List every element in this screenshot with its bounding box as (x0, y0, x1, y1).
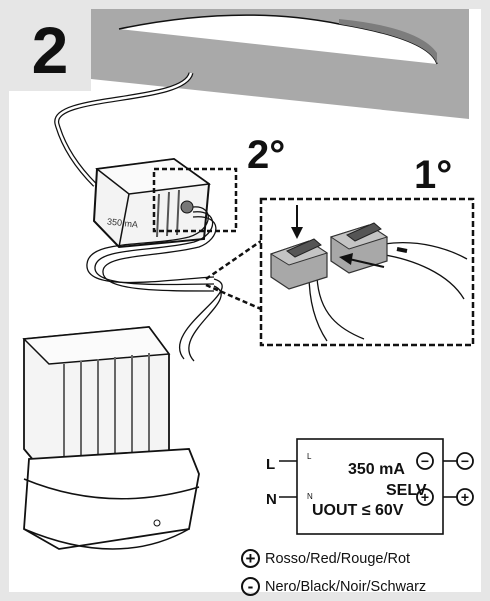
press-arrow (291, 205, 303, 239)
step-number: 2 (9, 9, 91, 91)
instruction-panel: − − + + 2 2° 1° 350 mA L N L N 350 mA SE… (9, 9, 481, 596)
schematic-selv: SELV (386, 482, 427, 499)
legend-negative-text: Nero/Black/Noir/Schwarz (265, 578, 427, 595)
schematic-current: 350 mA (348, 461, 405, 478)
legend-negative: - Nero/Black/Noir/Schwarz (241, 577, 426, 596)
step-tag-first: 1° (414, 153, 453, 197)
legend-positive: + Rosso/Red/Rouge/Rot (241, 549, 410, 568)
legend-positive-text: Rosso/Red/Rouge/Rot (265, 550, 411, 567)
schematic-line-small: L (307, 452, 312, 461)
output-cables (86, 206, 223, 362)
schematic-neutral-small: N (307, 492, 313, 501)
terminal-minus-inner: − (421, 453, 429, 469)
minus-icon: - (241, 577, 260, 596)
step-tag-second: 2° (247, 133, 286, 177)
schematic-line-label: L (266, 456, 276, 473)
led-driver (92, 157, 211, 249)
downlight-module (22, 326, 200, 550)
installation-illustration: − − + + (22, 9, 475, 550)
detail-marker-box (152, 167, 238, 233)
wago-connector-left (269, 238, 329, 290)
schematic-neutral-label: N (266, 491, 277, 508)
detail-leader (205, 239, 262, 311)
ceiling-cutout (91, 9, 469, 119)
schematic-uout: UOUT ≤ 60V (312, 502, 404, 519)
connector-detail (259, 197, 475, 347)
terminal-plus-outer: + (461, 489, 469, 505)
insert-arrow (339, 253, 385, 268)
terminal-plus-inner: + (421, 489, 429, 505)
plus-icon: + (241, 549, 260, 568)
schematic-terminals (416, 452, 474, 506)
wiring-schematic (279, 438, 459, 535)
terminal-minus-outer: − (461, 453, 469, 469)
